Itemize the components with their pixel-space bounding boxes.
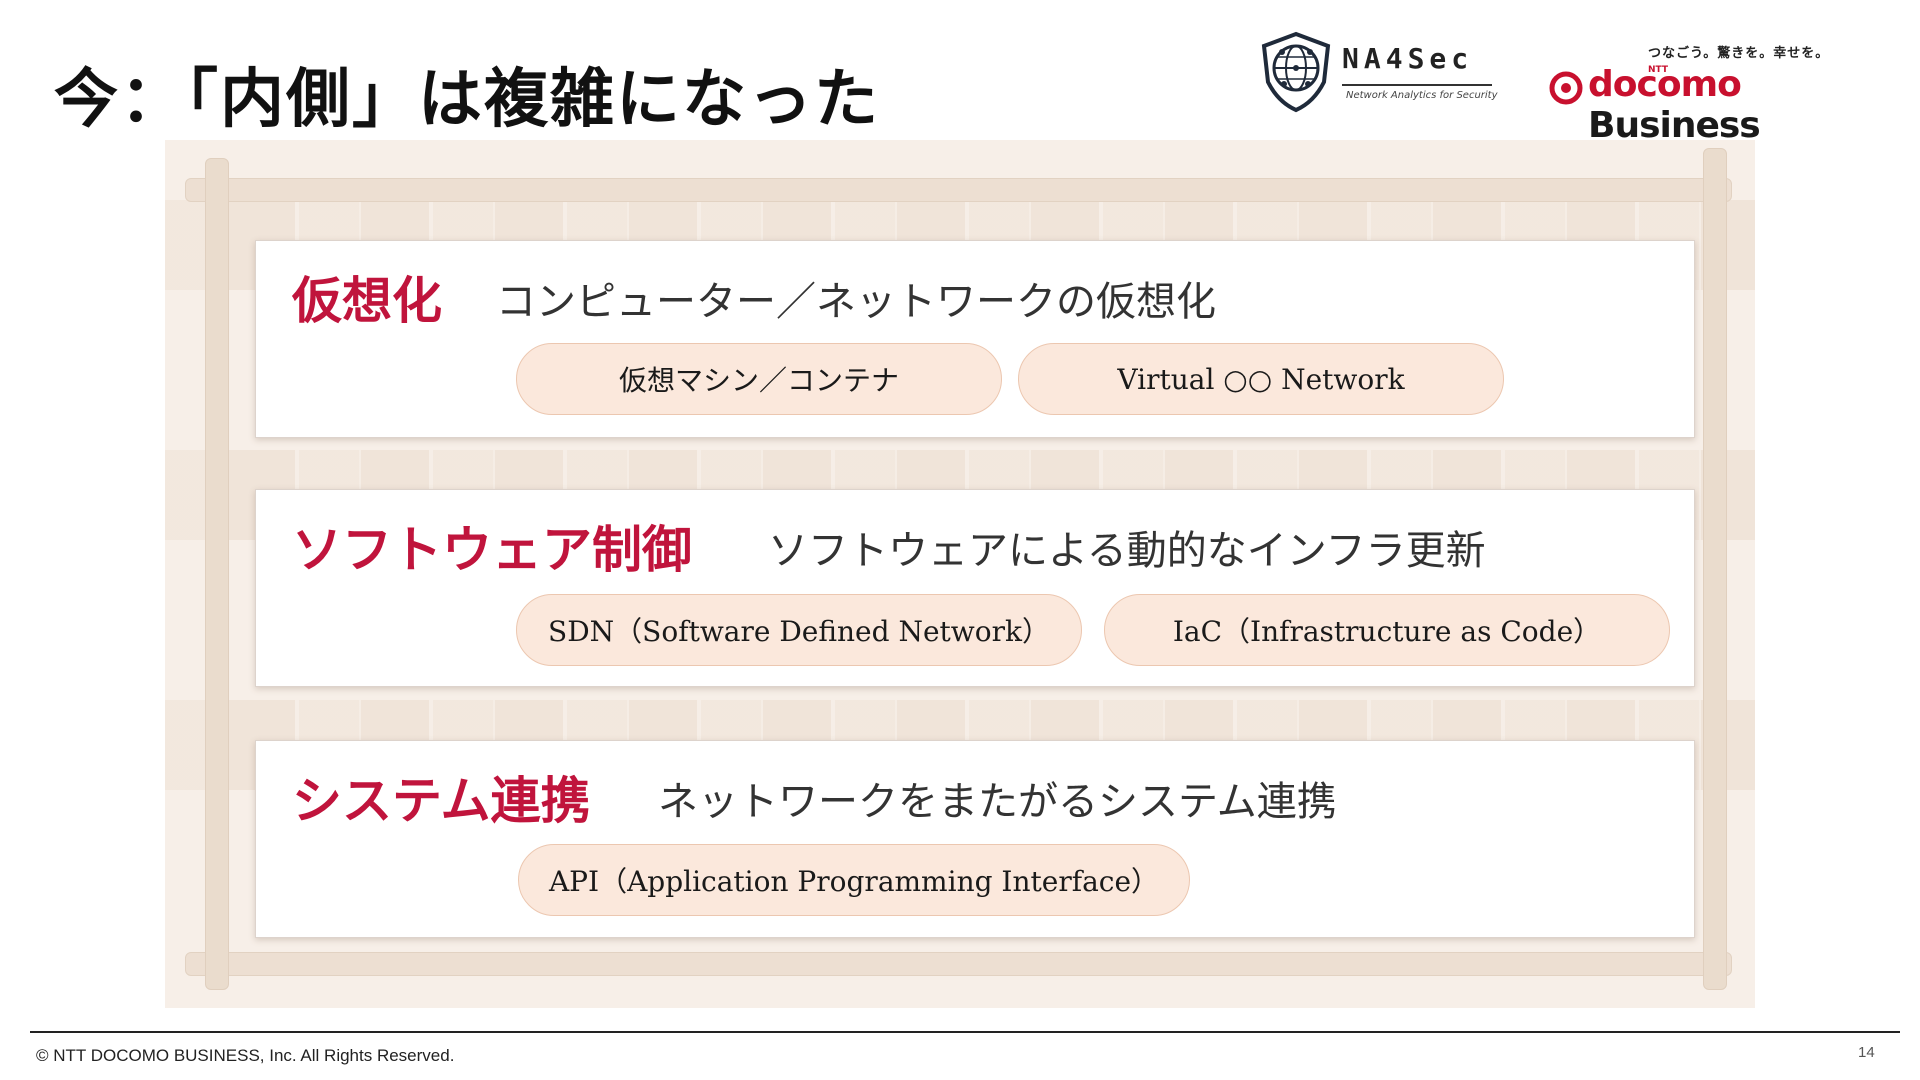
business-word: Business	[1588, 105, 1761, 146]
docomo-brand-name: docomo Business	[1588, 64, 1898, 146]
docomo-circle-icon	[1549, 71, 1583, 105]
docomo-word: docomo	[1588, 64, 1742, 105]
pill-api: API（Application Programming Interface）	[518, 844, 1190, 916]
docomo-ntt-label: NTT	[1648, 65, 1669, 75]
na4sec-subtitle: Network Analytics for Security	[1346, 90, 1498, 101]
na4sec-divider	[1342, 84, 1492, 86]
section-system-integration: システム連携 ネットワークをまたがるシステム連携 API（Application…	[255, 740, 1695, 938]
page-number: 14	[1858, 1044, 1875, 1061]
section-software-control: ソフトウェア制御 ソフトウェアによる動的なインフラ更新 SDN（Software…	[255, 489, 1695, 687]
section-virtualization: 仮想化 コンピューター／ネットワークの仮想化 仮想マシン／コンテナ Virtua…	[255, 240, 1695, 438]
na4sec-logo: NA4Sec Network Analytics for Security	[1258, 30, 1498, 120]
na4sec-name: NA4Sec	[1342, 42, 1474, 75]
globe-shield-icon	[1261, 31, 1331, 113]
section-heading: システム連携	[292, 772, 591, 830]
pill-virtual-network: Virtual ○○ Network	[1018, 343, 1504, 415]
pill-virtual-machine: 仮想マシン／コンテナ	[516, 343, 1002, 415]
section-description: ソフトウェアによる動的なインフラ更新	[768, 528, 1486, 574]
pill-sdn: SDN（Software Defined Network）	[516, 594, 1082, 666]
slide-title: 今：「内側」は複雑になった	[54, 63, 880, 137]
section-description: ネットワークをまたがるシステム連携	[658, 779, 1337, 825]
section-heading: 仮想化	[292, 272, 442, 330]
docomo-business-logo: つなごう。驚きを。幸せを。 NTT docomo Business	[1548, 38, 1898, 146]
copyright: © NTT DOCOMO BUSINESS, Inc. All Rights R…	[36, 1046, 455, 1065]
docomo-tagline: つなごう。驚きを。幸せを。	[1648, 46, 1830, 61]
section-description: コンピューター／ネットワークの仮想化	[496, 279, 1216, 325]
pill-iac: IaC（Infrastructure as Code）	[1104, 594, 1670, 666]
footer-divider	[30, 1031, 1900, 1033]
section-heading: ソフトウェア制御	[292, 521, 692, 579]
